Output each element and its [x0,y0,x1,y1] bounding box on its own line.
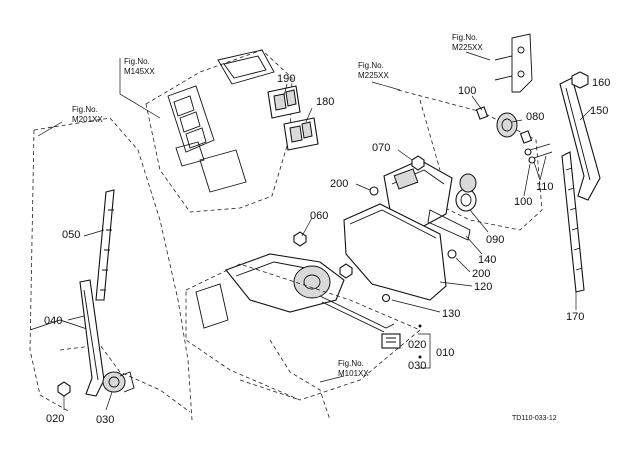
part-label-140: 140 [478,254,496,266]
part-label-200: 200 [330,178,348,190]
screw-200a [369,186,379,196]
part-label-170: 170 [566,311,584,323]
fig-ref-m225-mid: Fig.No. M225XX [358,61,389,80]
part-label-190: 190 [277,73,295,85]
part-label-130: 130 [442,308,460,320]
part-label-100: 100 [458,85,476,97]
part-label-100-lower: 100 [514,196,532,208]
fig-ref-line2: M145XX [124,67,155,76]
front-wiper-arm-040 [79,279,105,397]
part-label-030: 030 [96,414,114,426]
cab-panel-outline [29,117,193,421]
rocker-switch-180 [283,117,319,151]
rear-motor-bracket [494,33,533,93]
fig-ref-line1: Fig.No. [358,61,384,70]
drawing-code: TD110-033-12 [512,415,557,422]
pivot-030 [102,371,135,393]
part-label-200-lower: 200 [472,268,490,280]
part-label-020: 020 [46,413,64,425]
part-label-090: 090 [486,234,504,246]
part-label-150: 150 [590,105,608,117]
dashboard-panel [145,49,293,213]
fig-ref-line2: M201XX [72,115,103,124]
part-label-020-right: 020 [408,339,426,351]
front-wiper-blade-050 [95,189,115,301]
fig-ref-m225-top: Fig.No. M225XX [452,33,483,52]
fig-ref-m201: Fig.No. M201XX [72,105,103,124]
part-label-010: 010 [436,347,454,359]
leader-lines [37,51,593,411]
motor-cover-120 [343,203,447,301]
lower-cab-outline [239,339,331,421]
fig-ref-line1: Fig.No. [124,57,150,66]
part-label-050: 050 [62,229,80,241]
fig-ref-line1: Fig.No. [452,33,478,42]
fig-ref-m101: Fig.No. M101XX [338,359,369,378]
grommet-090 [459,173,477,193]
bolts-110 [524,143,553,164]
front-wiper-motor [225,253,401,349]
part-label-180: 180 [316,96,334,108]
fig-ref-m145: Fig.No. M145XX [124,57,155,76]
part-label-070: 070 [372,142,390,154]
rear-wiper-motor [383,159,477,241]
motor-bracket-plate [185,263,421,401]
part-label-160: 160 [592,77,610,89]
fig-ref-line2: M225XX [452,43,483,52]
part-label-110: 110 [536,181,554,193]
nut-060 [293,231,353,279]
screw-200b [447,249,457,259]
screw-130 [381,293,391,303]
rear-wiper-blade-170 [561,151,585,293]
callout-dots [418,324,422,359]
nut-020 [57,381,71,397]
part-label-120: 120 [474,281,492,293]
part-label-040: 040 [44,315,62,327]
part-label-030-right: 030 [408,360,426,372]
part-callouts: 190 180 160 150 100 080 070 110 100 200 … [44,73,610,426]
fig-ref-line1: Fig.No. [72,105,98,114]
grommet-080 [496,112,518,138]
cap-nut-160 [571,71,589,89]
part-label-060: 060 [310,210,328,222]
fig-ref-line2: M225XX [358,71,389,80]
rocker-switch-190 [267,85,301,119]
part-label-080: 080 [526,111,544,123]
fig-ref-line2: M101XX [338,369,369,378]
nut-070 [411,155,425,171]
fig-ref-line1: Fig.No. [338,359,364,368]
spacer-100 [475,106,533,144]
